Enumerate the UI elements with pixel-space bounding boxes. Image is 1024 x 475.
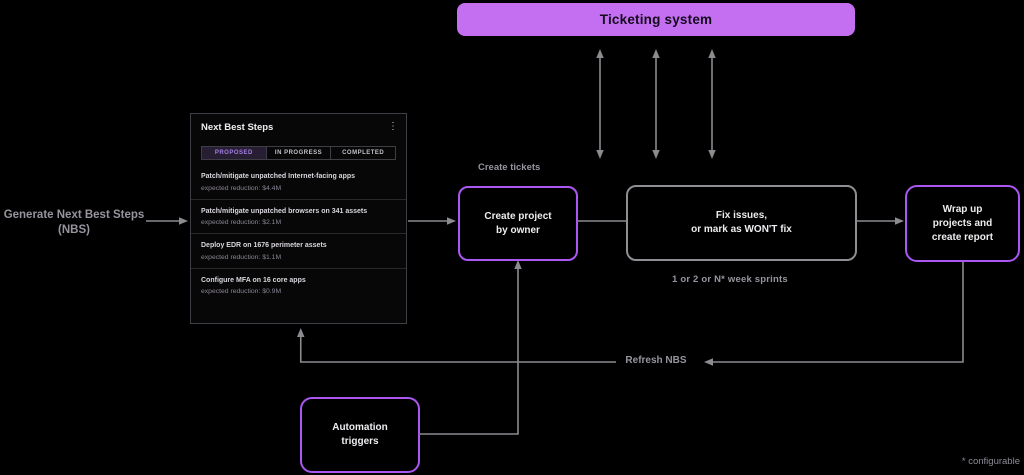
wrap-to-refresh-line: [711, 259, 964, 363]
refresh-nbs-label: Refresh NBS: [625, 355, 687, 366]
kebab-menu-icon[interactable]: ⋮: [388, 121, 398, 132]
fix-issues-box: Fix issues, or mark as WON'T fix: [626, 185, 857, 261]
item-title: Patch/mitigate unpatched browsers on 341…: [201, 207, 368, 215]
list-item[interactable]: Configure MFA on 16 core apps expected r…: [191, 269, 406, 303]
refresh-to-panel-line: [299, 335, 616, 363]
item-title: Patch/mitigate unpatched Internet-facing…: [201, 173, 356, 180]
automation-to-create-line: [418, 267, 519, 435]
item-subtitle: expected reduction: $1.1M: [201, 253, 282, 261]
automation-triggers-box: Automation triggers: [300, 397, 420, 473]
item-subtitle: expected reduction: $0.9M: [201, 288, 282, 295]
generate-nbs-label: Generate Next Best Steps (NBS): [3, 209, 145, 236]
tab-proposed[interactable]: PROPOSED: [202, 147, 266, 159]
item-subtitle: expected reduction: $2.1M: [201, 219, 282, 226]
tab-in-progress[interactable]: IN PROGRESS: [265, 147, 331, 159]
item-subtitle: expected reduction: $4.4M: [201, 184, 282, 192]
sprint-duration-label: 1 or 2 or N* week sprints: [672, 274, 788, 285]
create-tickets-label: Create tickets: [478, 162, 541, 173]
configurable-footnote: * configurable: [961, 456, 1020, 467]
ticketing-system-box: Ticketing system: [457, 3, 855, 36]
create-project-box: Create project by owner: [458, 186, 578, 261]
item-title: Deploy EDR on 1676 perimeter assets: [201, 242, 327, 249]
panel-header: Next Best Steps ⋮: [191, 114, 406, 134]
ticketing-system-label: Ticketing system: [599, 12, 713, 27]
list-item[interactable]: Patch/mitigate unpatched Internet-facing…: [191, 165, 406, 200]
wrap-up-box: Wrap up projects and create report: [905, 185, 1020, 262]
panel-tab-bar: PROPOSED IN PROGRESS COMPLETED: [201, 146, 396, 160]
list-item[interactable]: Patch/mitigate unpatched browsers on 341…: [191, 200, 406, 234]
tab-completed[interactable]: COMPLETED: [330, 147, 395, 159]
item-title: Configure MFA on 16 core apps: [201, 276, 306, 284]
panel-item-list: Patch/mitigate unpatched Internet-facing…: [191, 165, 406, 302]
list-item[interactable]: Deploy EDR on 1676 perimeter assets expe…: [191, 234, 406, 269]
next-best-steps-panel: Next Best Steps ⋮ PROPOSED IN PROGRESS C…: [190, 113, 407, 324]
panel-title: Next Best Steps: [201, 122, 274, 133]
